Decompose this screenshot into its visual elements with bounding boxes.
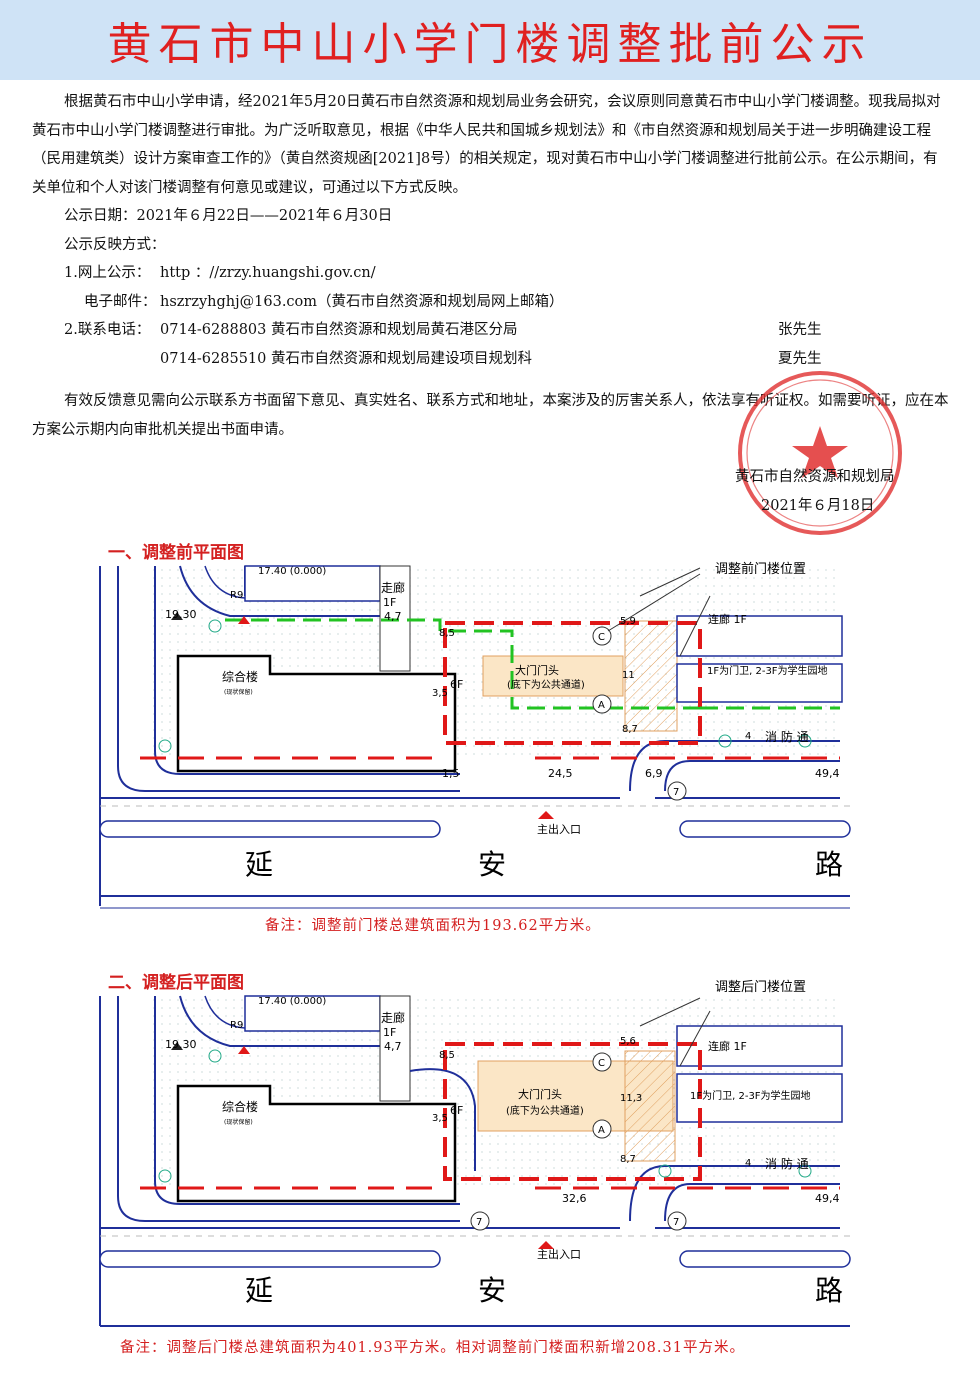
elevation-label: 19.30 [165,608,197,621]
corridor-width: 4,7 [384,1040,402,1053]
dim-87: 8,7 [622,724,638,735]
corridor-label: 走廊 [381,1010,405,1025]
dim-56: 5,6 [620,1036,636,1047]
contact-1: 张先生 [778,322,822,338]
gate-sub-label: (底下为公共通道) [506,1104,584,1117]
entrance-label: 主出入口 [537,822,581,836]
plan-after-drawing: 走廊 1F 4,7 17.40 (0.000) 综合楼 (现状保留) 6F 大门… [99,980,851,1327]
axis-c: C [598,1058,605,1069]
dim-59: 5,9 [620,616,636,627]
corridor-label: 走廊 [381,580,405,595]
web-row: 1.网上公示： http ：//zrzy.huangshi.gov.cn/ [32,259,950,288]
entrance-label: 主出入口 [537,1247,581,1261]
axis-a: A [598,700,605,711]
top-cut-label: 17.40 (0.000) [258,996,326,1007]
web-link[interactable]: http ：//zrzy.huangshi.gov.cn/ [160,265,376,281]
elevation-label: 19.30 [165,1038,197,1051]
dim-35: 3,5 [432,688,448,699]
phone-row-1: 2.联系电话： 0714-6288803 黄石市自然资源和规划局黄石港区分局 张… [32,316,950,345]
email-row: 电子邮件： hszrzyhghj@163.com（黄石市自然资源和规划局网上邮箱… [32,288,950,317]
plan-before-note: 备注：调整前门楼总建筑面积为193.62平方米。 [265,918,601,934]
floors-6f: 6F [450,1104,463,1117]
corridor-floor: 1F [383,1026,396,1039]
plan-after-title: 二、调整后平面图 [108,973,244,993]
complex-building-label: 综合楼 [222,1099,258,1114]
official-seal [738,371,902,535]
radius-label: R9 [230,590,243,601]
road-name-char: 延 [245,1274,273,1307]
fire-lane-label: 消 防 通 [765,729,809,744]
road-name-char: 延 [245,848,273,881]
plan-before-title: 一、调整前平面图 [108,543,244,563]
contact-2: 夏先生 [778,350,822,367]
axis-c: C [598,632,605,643]
page-title: 黄石市中山小学门楼调整批前公示 [107,19,873,70]
dim-35: 3,5 [432,1113,448,1124]
plan-before-drawing: 走廊 1F 4,7 17.40 (0.000) 综合楼 (现状保留) 6F 大门… [99,561,851,909]
gate-head-label: 大门门头 [515,663,559,677]
web-label: 1.网上公示： [64,265,151,281]
axis-7: 7 [673,787,679,798]
dim-label: 6,9 [645,767,663,780]
dim-85: 8,5 [439,1050,455,1061]
corridor-width: 4,7 [384,610,402,623]
road-name-char: 路 [815,1274,843,1307]
phone-row-2: 0714-6285510 黄石市自然资源和规划局建设项目规划科 夏先生 [32,345,950,374]
gate-position-label: 调整前门楼位置 [715,561,806,577]
axis-7: 7 [476,1217,482,1228]
floor-use-label: 1F为门卫, 2-3F为学生园地 [707,664,828,677]
gate-position-label: 调整后门楼位置 [715,980,806,995]
fire-lane-label: 消 防 通 [765,1156,809,1171]
dim-4: 4 [745,731,751,742]
gate-sub-label: (底下为公共通道) [507,678,585,691]
road-name-char: 安 [478,1274,506,1307]
complex-note: (现状保留) [224,1118,253,1126]
dim-4: 4 [745,1158,751,1169]
closing-paragraph: 有效反馈意见需向公示联系方书面留下意见、真实姓名、联系方式和地址，本案涉及的厉害… [32,393,949,438]
dim-87: 8,7 [620,1154,636,1165]
radius-label: R9 [230,1020,243,1031]
title-banner: 黄石市中山小学门楼调整批前公示 [0,0,980,80]
axis-7: 7 [673,1217,679,1228]
dim-label: 32,6 [562,1192,587,1205]
phone-1: 0714-6288803 黄石市自然资源和规划局黄石港区分局 [160,322,518,338]
signature-block: 黄石市自然资源和规划局 2021年６月18日 [735,463,895,521]
plan-after: 二、调整后平面图 [0,966,980,1366]
notice-body: 根据黄石市中山小学申请，经2021年5月20日黄石市自然资源和规划局业务会研究，… [32,88,950,444]
plan-before: 一、调整前平面图 [0,536,980,936]
seal-star-icon [792,426,848,478]
email-link[interactable]: hszrzyhghj@163.com（黄石市自然资源和规划局网上邮箱） [160,293,564,310]
dim-85: 8,5 [439,628,455,639]
complex-note: (现状保留) [224,688,253,696]
complex-building-label: 综合楼 [222,669,258,684]
top-cut-label: 17.40 (0.000) [258,566,326,577]
gate-head-label: 大门门头 [518,1087,562,1101]
dim-113: 11,3 [620,1093,642,1104]
date-line: 公示日期：2021年６月22日——2021年６月30日 [64,208,393,224]
road-name-char: 安 [478,848,506,881]
link-corridor-label: 连廊 1F [708,1039,747,1053]
corridor-floor: 1F [383,596,396,609]
signature: 黄石市自然资源和规划局 [735,469,895,485]
axis-a: A [598,1125,605,1136]
intro-paragraph: 根据黄石市中山小学申请，经2021年5月20日黄石市自然资源和规划局业务会研究，… [32,94,941,196]
dim-label: 49,4 [815,767,840,780]
road-name-char: 路 [815,848,843,881]
dim-11: 11 [622,670,635,681]
sign-date: 2021年６月18日 [761,498,875,514]
phone-label: 2.联系电话： [64,322,151,338]
dim-label: 1,5 [442,767,460,780]
dim-label: 49,4 [815,1192,840,1205]
floor-use-label: 1F为门卫, 2-3F为学生园地 [690,1089,811,1102]
dim-label: 24,5 [548,767,573,780]
link-corridor-label: 连廊 1F [708,612,747,626]
plan-after-note: 备注：调整后门楼总建筑面积为401.93平方米。相对调整前门楼面积新增208.3… [120,1340,745,1356]
email-label: 电子邮件： [84,293,157,310]
feedback-heading: 公示反映方式： [64,236,166,253]
phone-2: 0714-6285510 黄石市自然资源和规划局建设项目规划科 [160,350,532,367]
floors-6f: 6F [450,678,463,691]
